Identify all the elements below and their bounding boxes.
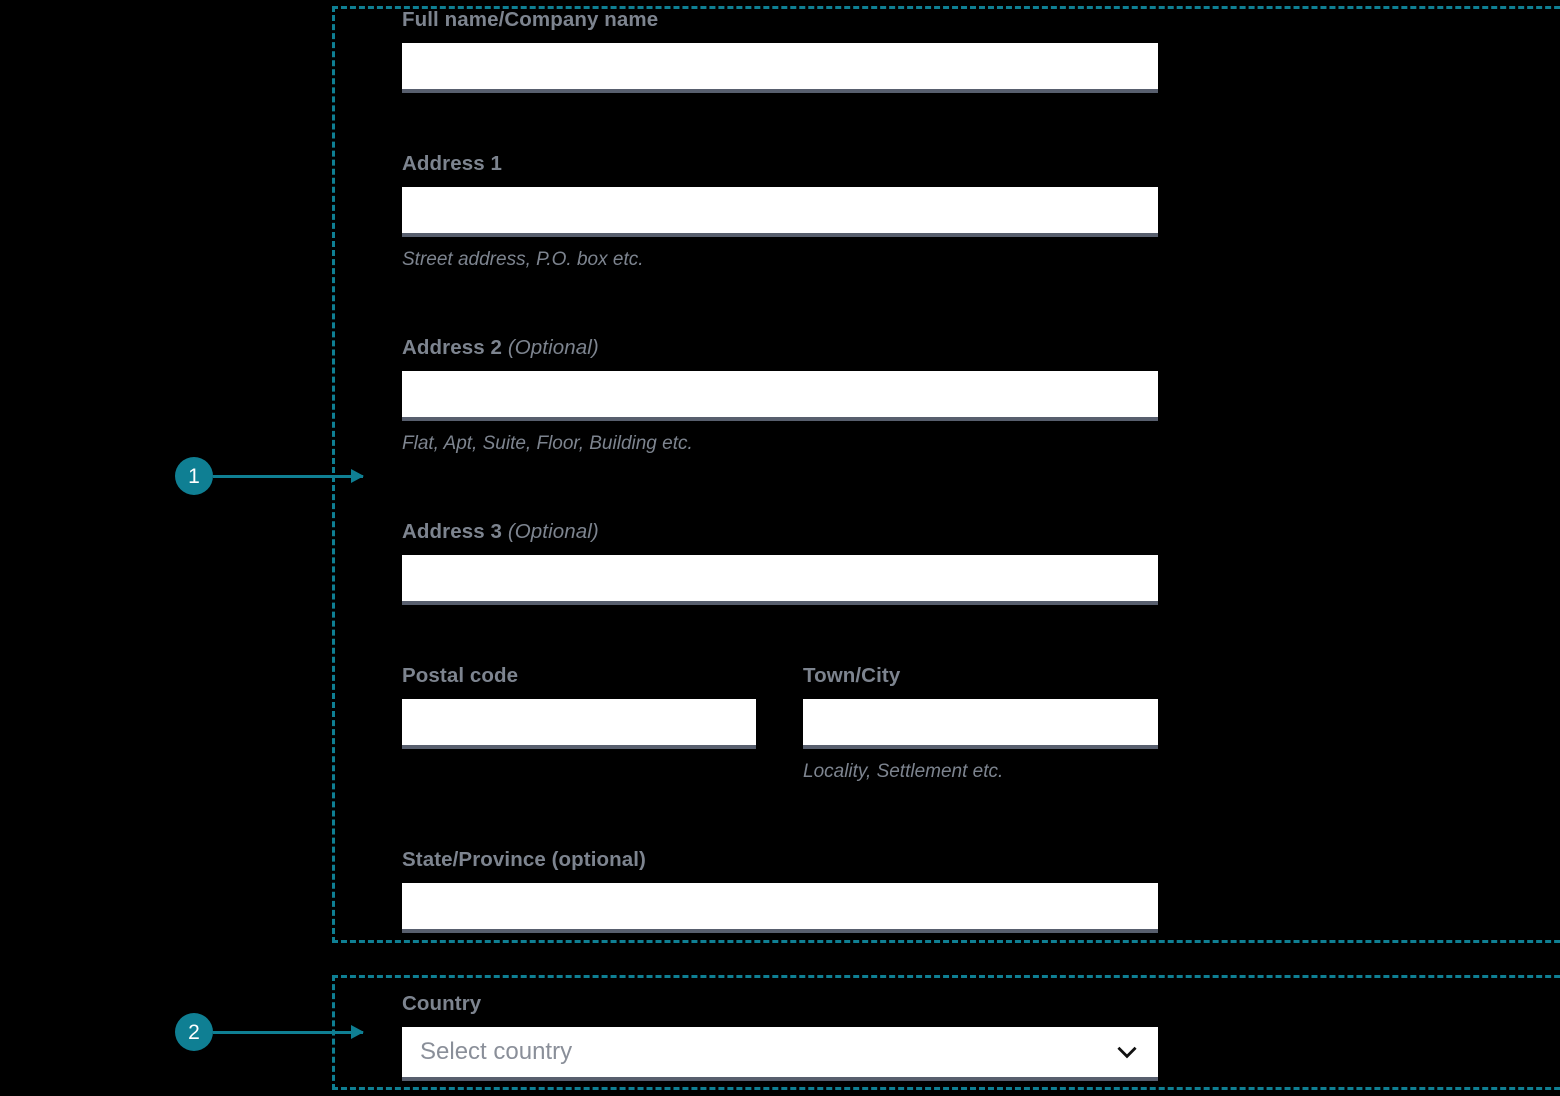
callout-number-1: 1 [175,457,213,495]
field-address-2: Address 2 (Optional) Flat, Apt, Suite, F… [402,336,1158,455]
label-state-province: State/Province (optional) [402,848,1158,873]
label-country: Country [402,992,1158,1017]
input-address-1[interactable] [402,186,1158,237]
label-address-3: Address 3 (Optional) [402,520,1158,545]
callout-marker-1[interactable]: 1 [175,457,363,495]
callout-marker-2[interactable]: 2 [175,1013,363,1051]
label-town-city-text: Town/City [803,664,901,687]
field-postal-code: Postal code [402,664,756,749]
field-address-1: Address 1 Street address, P.O. box etc. [402,152,1158,271]
label-address-2-optional: (Optional) [507,336,599,359]
label-address-2-text: Address 2 [402,336,503,359]
callout-arrow-2 [213,1030,363,1034]
label-postal-code: Postal code [402,664,756,689]
input-full-name[interactable] [402,42,1158,93]
label-address-3-optional: (Optional) [507,520,599,543]
input-address-2[interactable] [402,370,1158,421]
field-full-name: Full name/Company name [402,8,1158,93]
label-full-name: Full name/Company name [402,8,1158,33]
callout-number-2: 2 [175,1013,213,1051]
label-full-name-text: Full name/Company name [402,8,659,31]
field-country: Country Select country [402,992,1158,1081]
label-postal-code-text: Postal code [402,664,519,687]
input-postal-code[interactable] [402,698,756,749]
label-address-1-text: Address 1 [402,152,503,175]
callout-arrow-1 [213,474,363,478]
country-select[interactable]: Select country [402,1026,1158,1081]
country-select-placeholder: Select country [420,1037,573,1065]
label-country-text: Country [402,992,482,1015]
hint-address-2: Flat, Apt, Suite, Floor, Building etc. [402,432,693,454]
country-select-wrap: Select country [402,1026,1158,1081]
input-state-province[interactable] [402,882,1158,933]
label-address-3-text: Address 3 [402,520,503,543]
input-address-3[interactable] [402,554,1158,605]
hint-town-city: Locality, Settlement etc. [803,760,1004,782]
chevron-down-icon [1117,1046,1137,1058]
hint-address-1: Street address, P.O. box etc. [402,248,644,270]
field-town-city: Town/City Locality, Settlement etc. [803,664,1158,783]
label-address-1: Address 1 [402,152,1158,177]
label-state-province-text: State/Province (optional) [402,848,646,871]
label-town-city: Town/City [803,664,1158,689]
annotation-dashed-box-address [332,6,1560,943]
input-town-city[interactable] [803,698,1158,749]
field-state-province: State/Province (optional) [402,848,1158,933]
label-address-2: Address 2 (Optional) [402,336,1158,361]
field-address-3: Address 3 (Optional) [402,520,1158,605]
